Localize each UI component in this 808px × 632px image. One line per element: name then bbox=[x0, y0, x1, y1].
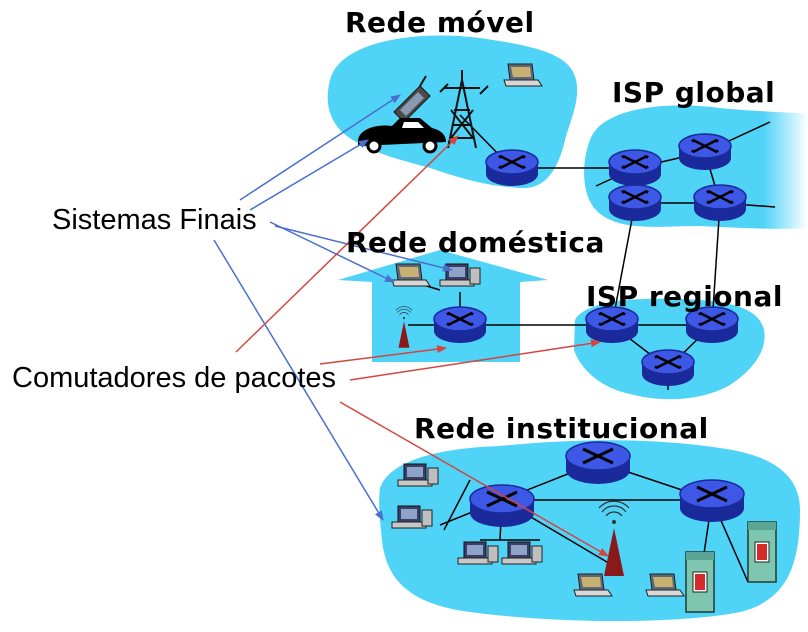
server-1-icon bbox=[685, 551, 715, 613]
home-network-house bbox=[338, 250, 548, 362]
server-2-icon bbox=[747, 521, 777, 583]
regional-isp-label: ISP regional bbox=[586, 280, 783, 313]
router-home bbox=[432, 305, 488, 345]
router-institutional-2 bbox=[468, 483, 536, 529]
packet-switch-arrows bbox=[235, 135, 609, 557]
router-mobile bbox=[484, 148, 540, 188]
global-isp-label: ISP global bbox=[612, 76, 776, 109]
router-global-2 bbox=[677, 132, 733, 172]
cell-tower-icon bbox=[439, 70, 489, 149]
end-systems-label: Sistemas Finais bbox=[52, 204, 257, 236]
router-regional-3 bbox=[640, 348, 696, 388]
packet-switches-label: Comutadores de pacotes bbox=[12, 362, 337, 394]
home-network-label: Rede doméstica bbox=[346, 226, 605, 259]
cell-phone-icon bbox=[393, 75, 431, 123]
router-global-3 bbox=[607, 183, 663, 223]
car-icon bbox=[358, 118, 446, 154]
institutional-network-label: Rede institucional bbox=[414, 412, 709, 445]
mobile-network-label: Rede móvel bbox=[345, 6, 535, 39]
router-global-1 bbox=[607, 148, 663, 188]
end-system-arrows bbox=[213, 94, 453, 521]
router-global-4 bbox=[692, 183, 748, 223]
router-institutional-3 bbox=[678, 478, 746, 524]
router-institutional-1 bbox=[564, 440, 632, 486]
